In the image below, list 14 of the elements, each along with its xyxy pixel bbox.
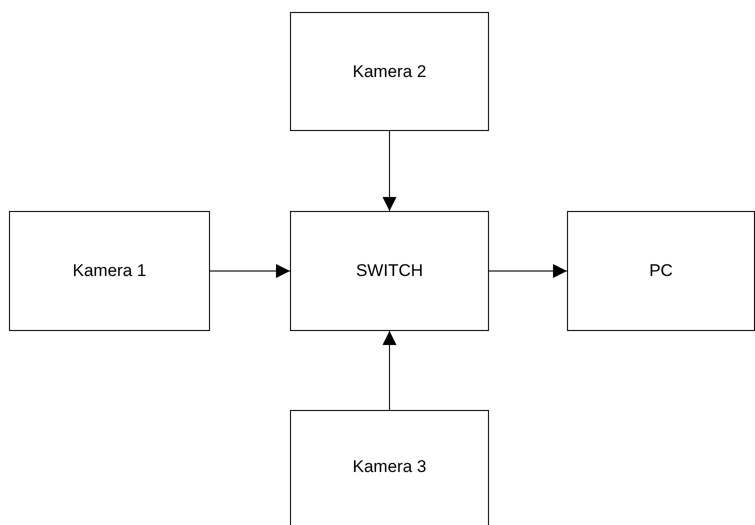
node-label: Kamera 3 xyxy=(352,457,426,477)
arrow xyxy=(382,330,396,410)
device-box xyxy=(290,211,489,331)
device-box xyxy=(9,211,210,331)
node-label: Kamera 1 xyxy=(72,261,146,281)
arrow xyxy=(488,264,568,278)
node-label: SWITCH xyxy=(356,261,424,281)
device-box xyxy=(290,410,489,525)
node-label: Kamera 2 xyxy=(352,62,426,82)
node-label: PC xyxy=(649,261,673,281)
device-box xyxy=(290,12,489,131)
device-box xyxy=(567,211,755,331)
arrow xyxy=(382,130,396,212)
arrow xyxy=(210,264,290,278)
